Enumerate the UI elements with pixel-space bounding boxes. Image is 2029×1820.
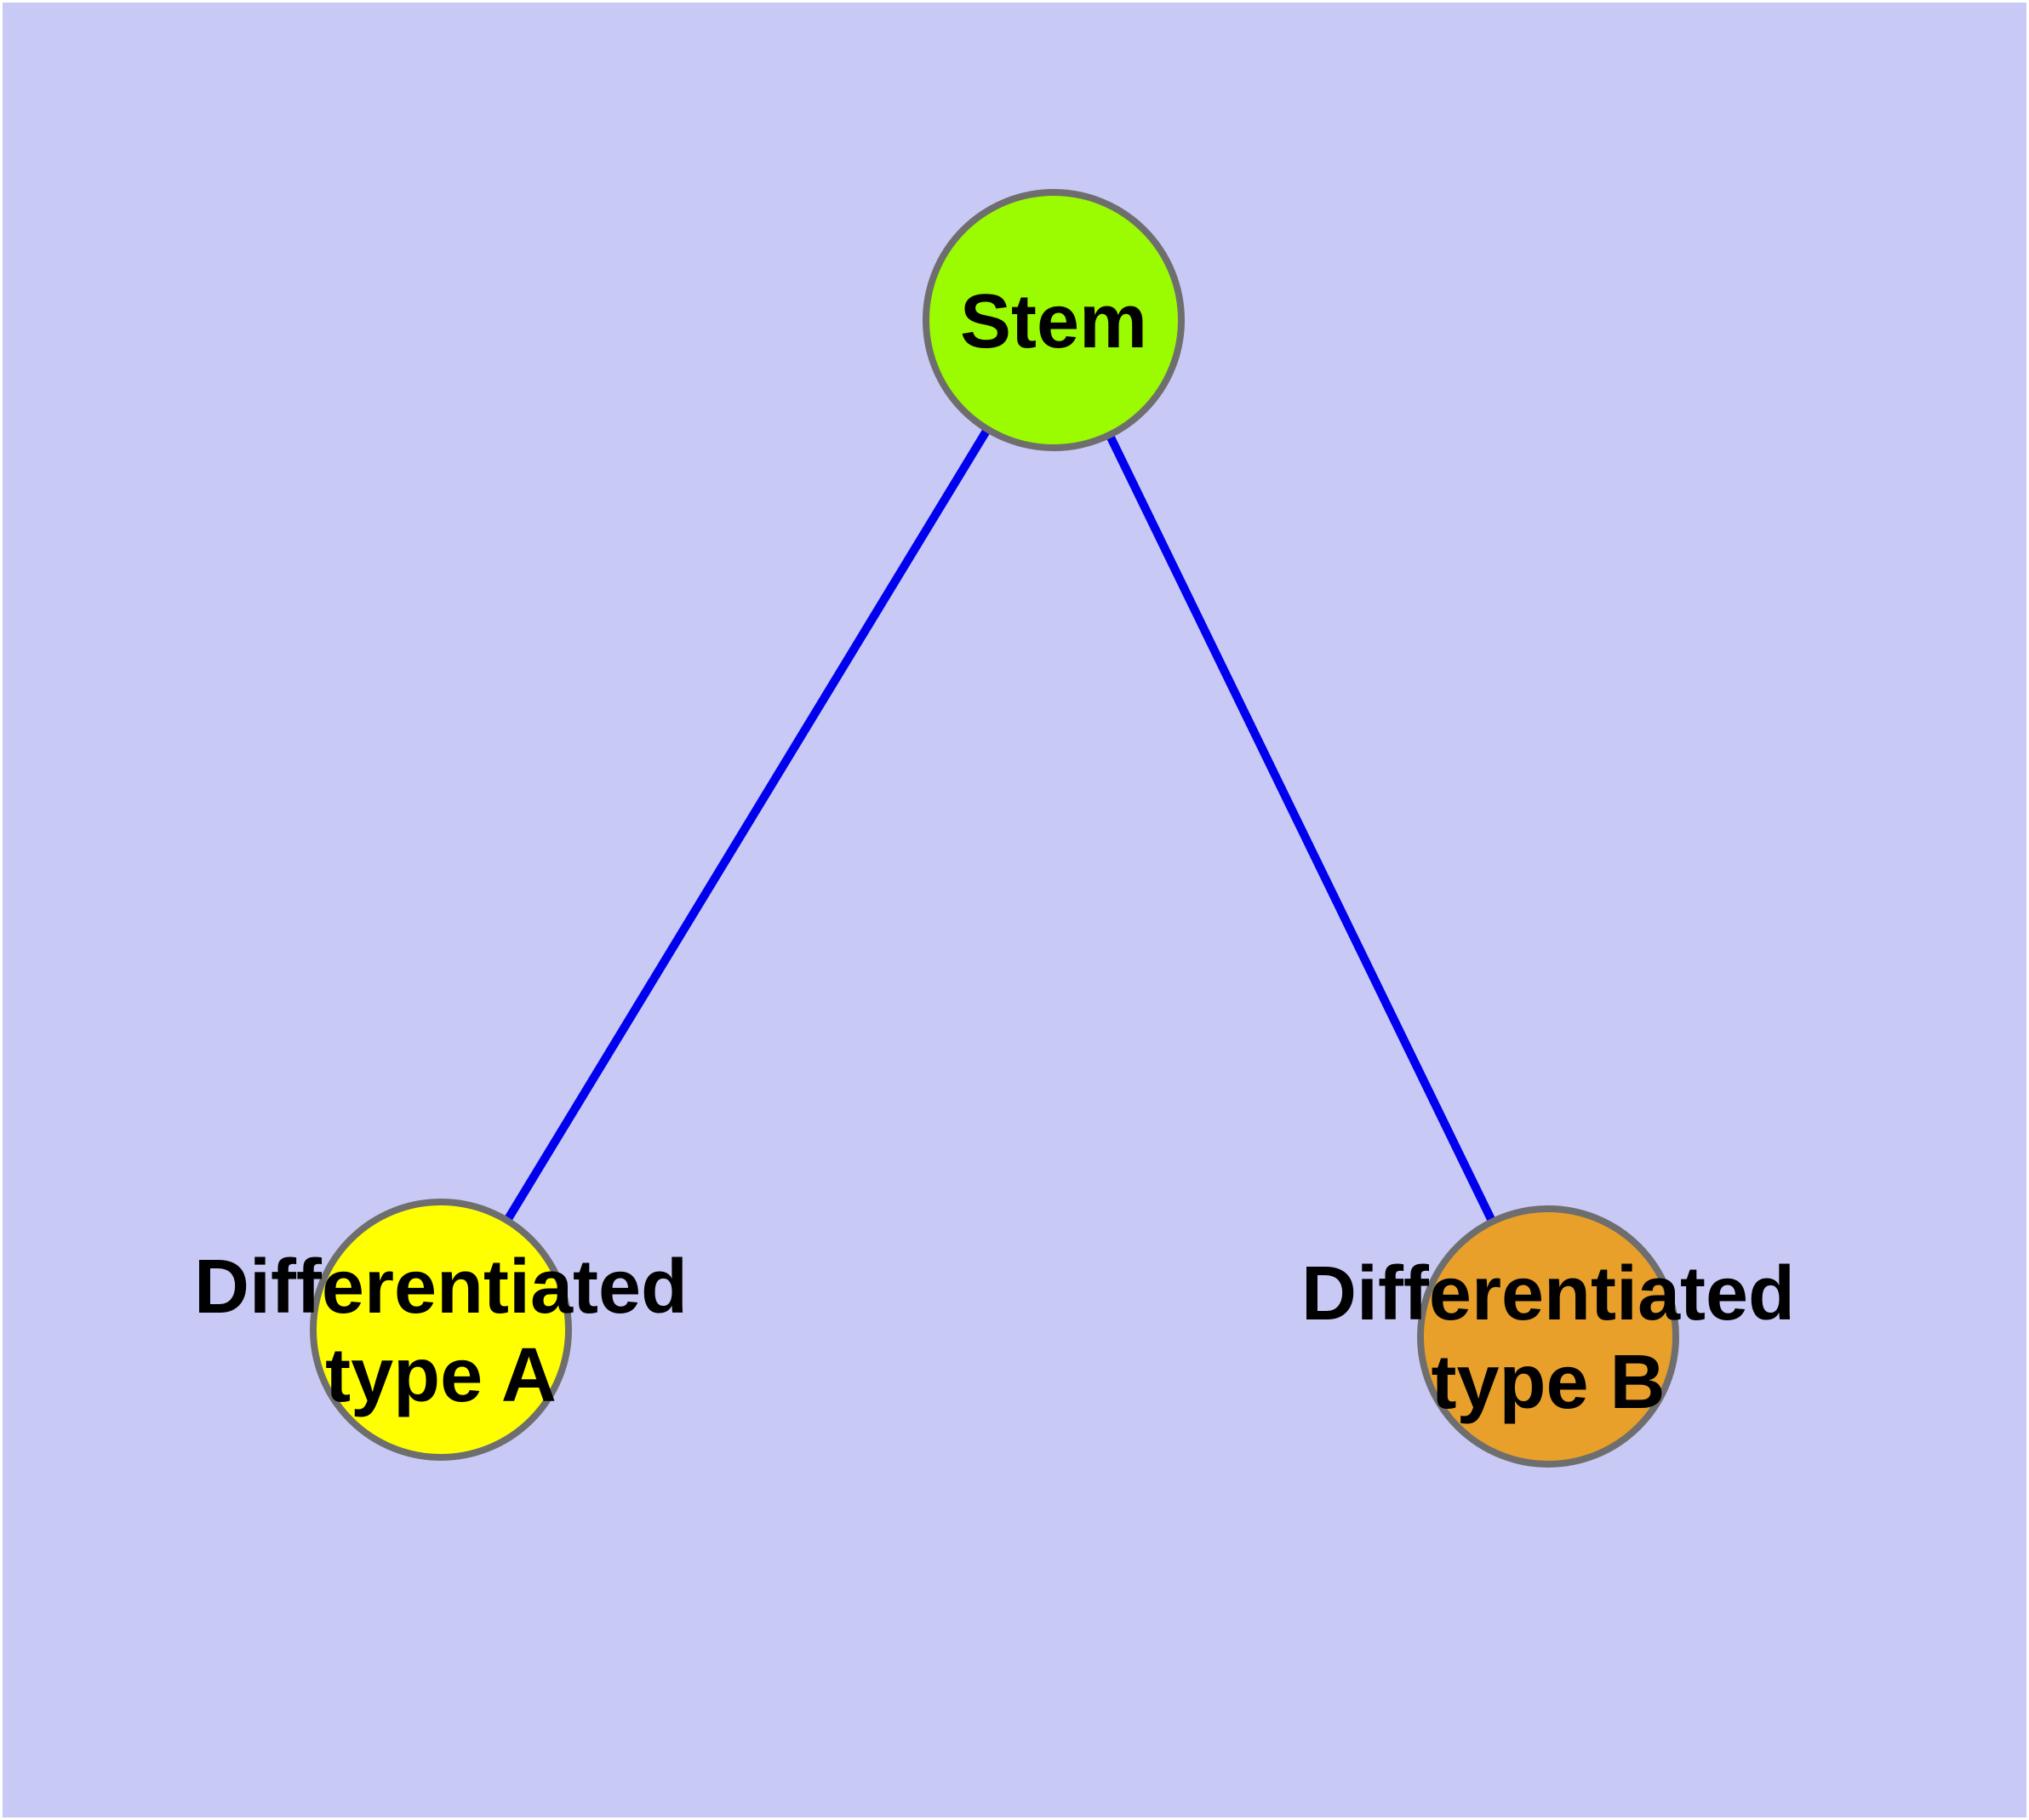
type-a-node [310,1199,572,1461]
stem-node [923,189,1185,451]
type-b-node-label-line1: Differentiated [1301,1251,1795,1336]
stem-node-label: Stem [960,279,1147,364]
edge-stem-to-type-b [1049,318,1552,1339]
type-a-node-label-line2: type A [325,1333,557,1418]
type-b-node-label-line2: type B [1431,1340,1665,1425]
type-a-node-label-line1: Differentiated [194,1245,688,1330]
type-b-node [1417,1205,1679,1468]
edge-stem-to-type-a [437,318,1058,1332]
